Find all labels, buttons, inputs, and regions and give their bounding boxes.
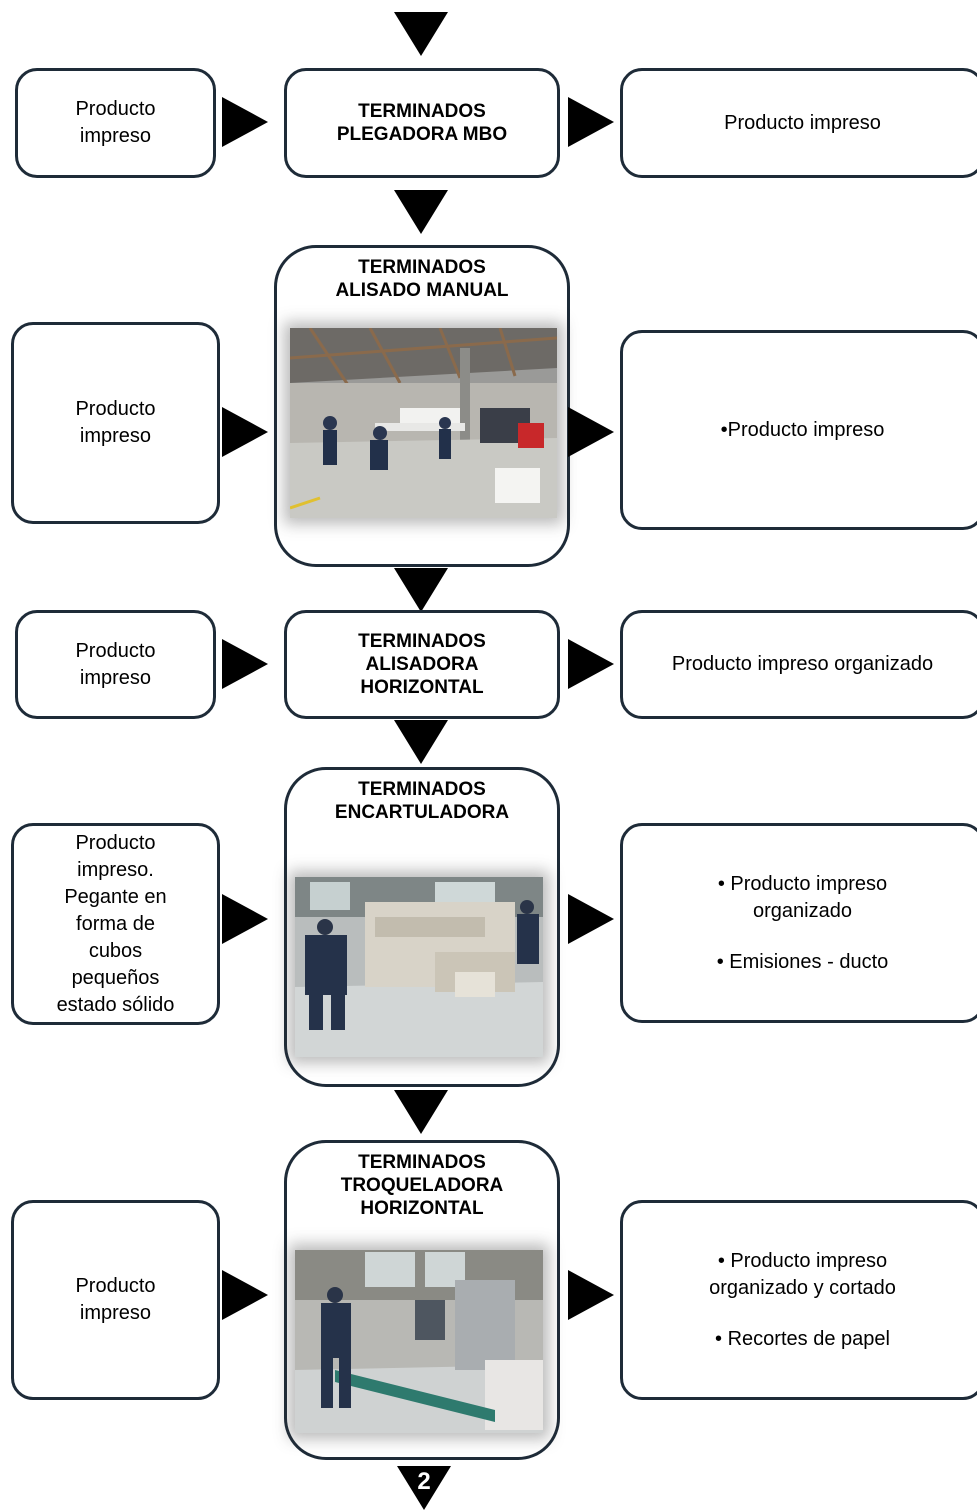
flow-arrow-in-5	[222, 1270, 268, 1320]
flow-arrow-down-3	[394, 720, 448, 764]
output-text-2a: •Producto impreso	[720, 418, 885, 441]
input-box-2: Producto impreso	[11, 322, 220, 524]
process-photo-4	[295, 877, 543, 1057]
output-box-2: •Producto impreso	[620, 330, 977, 530]
flow-arrow-out-4	[568, 894, 614, 944]
flow-arrow-out-3	[568, 639, 614, 689]
process-photo-5	[295, 1250, 543, 1433]
flow-arrow-down-top	[394, 12, 448, 56]
process-title-5: TERMINADOS TROQUELADORA HORIZONTAL	[340, 1152, 504, 1219]
process-photo-2	[290, 328, 557, 518]
output-text-4a: • Producto impreso organizado	[717, 872, 888, 922]
flow-arrow-down-1	[394, 190, 448, 234]
process-box-3: TERMINADOS ALISADORA HORIZONTAL	[284, 610, 560, 719]
flow-arrow-in-1	[222, 97, 268, 147]
process-title-4: TERMINADOS ENCARTULADORA	[334, 779, 510, 823]
input-box-4: Producto impreso. Pegante en forma de cu…	[11, 823, 220, 1025]
input-text-4: Producto impreso. Pegante en forma de cu…	[56, 831, 175, 1016]
flow-arrow-in-3	[222, 639, 268, 689]
process-box-1: TERMINADOS PLEGADORA MBO	[284, 68, 560, 178]
input-text-3: Producto impreso	[75, 639, 156, 689]
input-box-5: Producto impreso	[11, 1200, 220, 1400]
input-text-5: Producto impreso	[75, 1275, 156, 1324]
output-box-4: • Producto impreso organizado • Emisione…	[620, 823, 977, 1023]
output-text-1a: Producto impreso	[724, 111, 881, 134]
output-text-5b: • Recortes de papel	[715, 1327, 890, 1350]
troqueladora-photo-icon	[295, 1250, 543, 1433]
process-title-2: TERMINADOS ALISADO MANUAL	[335, 257, 509, 301]
flow-arrow-out-1	[568, 97, 614, 147]
output-box-1: Producto impreso	[620, 68, 977, 178]
process-title-3: TERMINADOS ALISADORA HORIZONTAL	[358, 631, 486, 698]
flow-arrow-down-2	[394, 568, 448, 612]
output-box-3: Producto impreso organizado	[620, 610, 977, 719]
output-text-5a: • Producto impreso organizado y cortado	[709, 1249, 896, 1299]
input-text-2: Producto impreso	[75, 398, 156, 447]
input-box-1: Producto impreso	[15, 68, 216, 178]
flow-arrow-in-2	[222, 407, 268, 457]
input-text-1: Producto impreso	[75, 98, 156, 147]
flow-arrow-out-5	[568, 1270, 614, 1320]
encartuladora-photo-icon	[295, 877, 543, 1057]
flow-arrow-out-2	[568, 407, 614, 457]
page-connector-number: 2	[417, 1468, 431, 1495]
output-text-3a: Producto impreso organizado	[671, 653, 934, 675]
flow-arrow-down-bottom	[397, 1466, 451, 1510]
output-box-5: • Producto impreso organizado y cortado …	[620, 1200, 977, 1400]
page-connector-marker: 2	[397, 1466, 451, 1510]
flow-arrow-down-4	[394, 1090, 448, 1134]
flow-arrow-in-4	[222, 894, 268, 944]
process-title-1: TERMINADOS PLEGADORA MBO	[336, 101, 508, 145]
output-text-4b: • Emisiones - ducto	[716, 950, 889, 973]
input-box-3: Producto impreso	[15, 610, 216, 719]
workshop-photo-icon	[290, 328, 557, 518]
